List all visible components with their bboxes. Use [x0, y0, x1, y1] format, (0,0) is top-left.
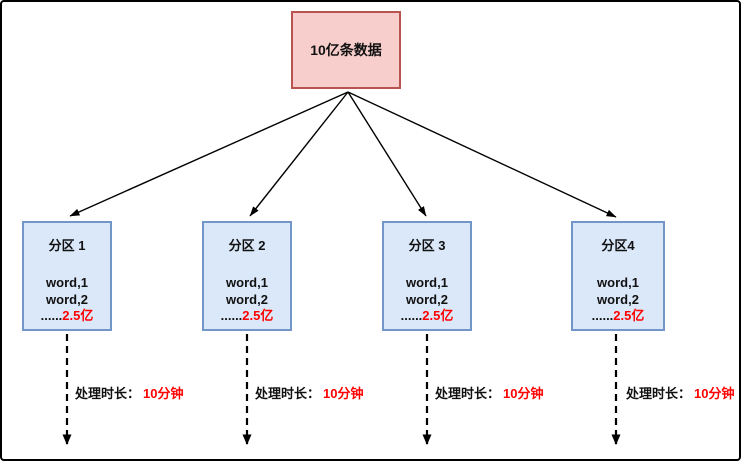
- partition-row: word,2: [46, 291, 88, 307]
- duration-label: 处理时长：: [255, 386, 321, 401]
- partition-title: 分区 2: [228, 238, 266, 253]
- partition-row: word,2: [406, 291, 448, 307]
- duration-value: 10分钟: [694, 386, 735, 401]
- partition-row: word,2: [597, 291, 639, 307]
- partition-count-row: ......2.5亿: [24, 308, 110, 325]
- ellipsis-text: ......: [400, 308, 423, 323]
- partition-node-1: 分区 1 word,1 word,2 ......2.5亿: [22, 221, 112, 331]
- fanout-arrows: [69, 91, 617, 218]
- partition-row: word,1: [46, 275, 88, 290]
- duration-label: 处理时长：: [626, 386, 692, 401]
- source-data-node: 10亿条数据: [291, 11, 401, 89]
- partition-count: 2.5亿: [242, 308, 274, 323]
- partition-row: word,1: [226, 275, 268, 290]
- duration-annotation-1: 处理时长：10分钟: [75, 383, 183, 402]
- partition-node-4: 分区4 word,1 word,2 ......2.5亿: [571, 221, 665, 331]
- partition-count: 2.5亿: [62, 308, 94, 323]
- partition-row: word,2: [226, 291, 268, 307]
- arrow-source-to-partition-1: [69, 91, 349, 217]
- partition-title: 分区 1: [48, 238, 86, 253]
- partition-title: 分区 3: [408, 238, 446, 253]
- duration-annotation-4: 处理时长：10分钟: [626, 383, 734, 402]
- partition-count: 2.5亿: [613, 308, 645, 323]
- partition-row: word,1: [406, 275, 448, 290]
- partition-count-row: ......2.5亿: [384, 308, 470, 325]
- partition-node-3: 分区 3 word,1 word,2 ......2.5亿: [382, 221, 472, 331]
- duration-annotation-3: 处理时长：10分钟: [435, 383, 543, 402]
- duration-value: 10分钟: [143, 386, 184, 401]
- partition-count-row: ......2.5亿: [573, 308, 663, 325]
- arrow-source-to-partition-2: [249, 91, 349, 217]
- duration-label: 处理时长：: [435, 386, 501, 401]
- partition-count: 2.5亿: [422, 308, 454, 323]
- partition-title: 分区4: [601, 238, 635, 253]
- arrow-source-to-partition-3: [347, 91, 427, 217]
- ellipsis-text: ......: [40, 308, 63, 323]
- source-data-label: 10亿条数据: [310, 42, 382, 58]
- duration-label: 处理时长：: [75, 386, 141, 401]
- arrow-source-to-partition-4: [347, 91, 617, 218]
- ellipsis-text: ......: [591, 308, 614, 323]
- duration-value: 10分钟: [503, 386, 544, 401]
- ellipsis-text: ......: [220, 308, 243, 323]
- partition-node-2: 分区 2 word,1 word,2 ......2.5亿: [202, 221, 292, 331]
- duration-annotation-2: 处理时长：10分钟: [255, 383, 363, 402]
- duration-value: 10分钟: [323, 386, 364, 401]
- partition-count-row: ......2.5亿: [204, 308, 290, 325]
- partition-row: word,1: [597, 275, 639, 290]
